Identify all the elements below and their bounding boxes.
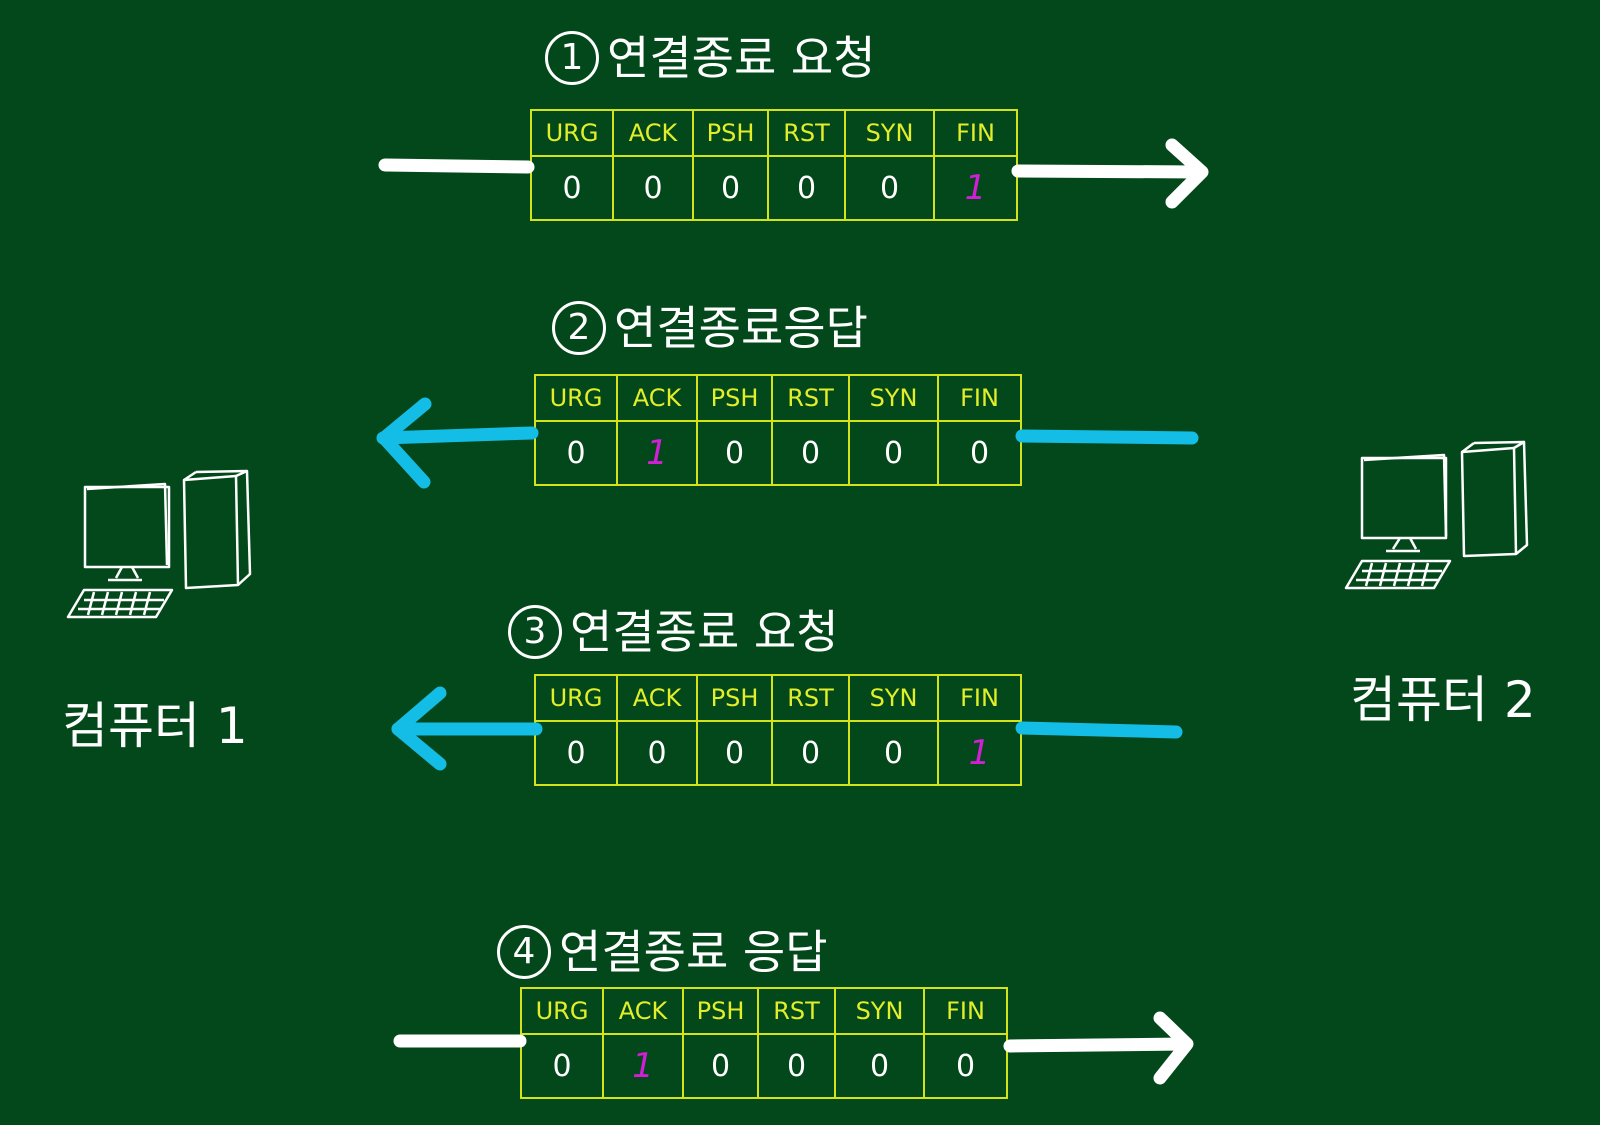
- flag-value-fin: 0: [937, 420, 1022, 486]
- flag-header-syn: SYN: [848, 374, 939, 422]
- desktop-computer-icon: [1344, 440, 1529, 590]
- desktop-computer-icon: [66, 469, 252, 619]
- flag-header-urg: URG: [530, 109, 614, 157]
- flag-header-row: URG ACK PSH RST SYN FIN: [534, 374, 1022, 422]
- flag-header-fin: FIN: [933, 109, 1018, 157]
- step-2-number: 2: [552, 301, 606, 355]
- flag-header-urg: URG: [534, 674, 618, 722]
- flag-value-syn: 0: [844, 155, 935, 221]
- step-1-number: 1: [545, 31, 599, 85]
- flag-value-ack: 1: [602, 1033, 684, 1099]
- flag-value-rst: 0: [771, 720, 850, 786]
- step-2-arrow: [376, 397, 1199, 489]
- flag-header-psh: PSH: [696, 674, 773, 722]
- flag-header-rst: RST: [771, 674, 850, 722]
- flag-header-fin: FIN: [937, 374, 1022, 422]
- step-3-flag-table: URG ACK PSH RST SYN FIN 0 0 0 0 0 1: [534, 674, 1022, 786]
- flag-header-urg: URG: [534, 374, 618, 422]
- step-1-flag-table: URG ACK PSH RST SYN FIN 0 0 0 0 0 1: [530, 109, 1018, 221]
- step-3-label: 연결종료 요청: [570, 605, 839, 659]
- flag-value-ack: 0: [616, 720, 698, 786]
- flag-value-psh: 0: [682, 1033, 759, 1099]
- step-4-flag-table: URG ACK PSH RST SYN FIN 0 1 0 0 0 0: [520, 987, 1008, 1099]
- step-4-title: 4 연결종료 응답: [497, 922, 828, 982]
- step-4-number: 4: [497, 925, 551, 979]
- step-3-number: 3: [508, 605, 562, 659]
- flag-header-psh: PSH: [682, 987, 759, 1035]
- flag-value-ack: 1: [616, 420, 698, 486]
- flag-header-syn: SYN: [844, 109, 935, 157]
- step-4-arrow: [393, 1011, 1194, 1085]
- flag-header-ack: ACK: [602, 987, 684, 1035]
- flag-header-ack: ACK: [612, 109, 694, 157]
- step-4-label: 연결종료 응답: [559, 925, 828, 979]
- flag-value-syn: 0: [834, 1033, 925, 1099]
- flag-value-psh: 0: [696, 720, 773, 786]
- flag-value-psh: 0: [696, 420, 773, 486]
- flag-value-fin: 1: [933, 155, 1018, 221]
- flag-value-row: 0 0 0 0 0 1: [534, 720, 1022, 786]
- computer-2-label: 컴퓨터 2: [1350, 671, 1536, 729]
- flag-value-rst: 0: [771, 420, 850, 486]
- step-2-flag-table: URG ACK PSH RST SYN FIN 0 1 0 0 0 0: [534, 374, 1022, 486]
- flag-value-row: 0 0 0 0 0 1: [530, 155, 1018, 221]
- flag-value-ack: 0: [612, 155, 694, 221]
- flag-value-row: 0 1 0 0 0 0: [520, 1033, 1008, 1099]
- step-1-label: 연결종료 요청: [607, 31, 876, 85]
- step-2-title: 2 연결종료응답: [552, 298, 868, 358]
- flag-value-urg: 0: [520, 1033, 604, 1099]
- flag-header-psh: PSH: [696, 374, 773, 422]
- flag-value-row: 0 1 0 0 0 0: [534, 420, 1022, 486]
- flag-header-rst: RST: [757, 987, 836, 1035]
- step-3-arrow: [391, 686, 1183, 771]
- flag-header-psh: PSH: [692, 109, 769, 157]
- step-2-label: 연결종료응답: [614, 301, 868, 355]
- flag-value-urg: 0: [534, 720, 618, 786]
- flag-header-fin: FIN: [923, 987, 1008, 1035]
- computer-1-label: 컴퓨터 1: [62, 697, 248, 755]
- flag-value-syn: 0: [848, 420, 939, 486]
- step-1-arrow: [378, 138, 1209, 209]
- flag-value-urg: 0: [534, 420, 618, 486]
- flag-header-row: URG ACK PSH RST SYN FIN: [530, 109, 1018, 157]
- flag-value-fin: 1: [937, 720, 1022, 786]
- flag-header-syn: SYN: [848, 674, 939, 722]
- flag-header-urg: URG: [520, 987, 604, 1035]
- flag-header-ack: ACK: [616, 674, 698, 722]
- flag-header-rst: RST: [767, 109, 846, 157]
- flag-value-psh: 0: [692, 155, 769, 221]
- flag-header-ack: ACK: [616, 374, 698, 422]
- step-3-title: 3 연결종료 요청: [508, 602, 839, 662]
- flag-header-row: URG ACK PSH RST SYN FIN: [520, 987, 1008, 1035]
- flag-value-rst: 0: [757, 1033, 836, 1099]
- flag-header-fin: FIN: [937, 674, 1022, 722]
- flag-header-rst: RST: [771, 374, 850, 422]
- flag-value-urg: 0: [530, 155, 614, 221]
- step-1-title: 1 연결종료 요청: [545, 28, 876, 88]
- flag-header-syn: SYN: [834, 987, 925, 1035]
- flag-value-syn: 0: [848, 720, 939, 786]
- flag-value-rst: 0: [767, 155, 846, 221]
- flag-value-fin: 0: [923, 1033, 1008, 1099]
- flag-header-row: URG ACK PSH RST SYN FIN: [534, 674, 1022, 722]
